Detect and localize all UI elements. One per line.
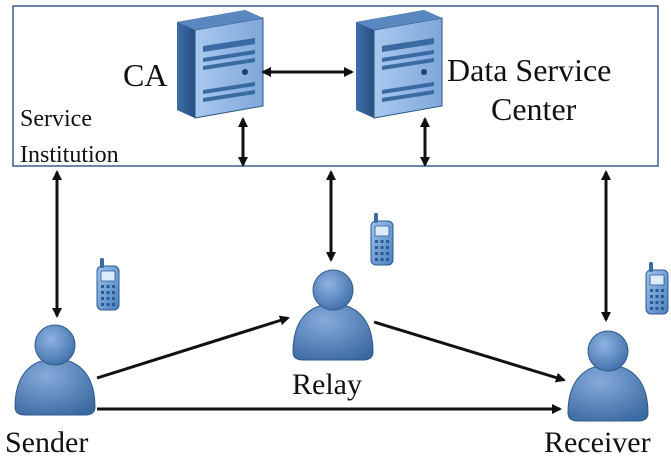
relay-phone-icon <box>370 212 394 266</box>
sender-relay-arrow <box>96 315 290 380</box>
receiver-phone-icon <box>645 261 669 315</box>
service-institution-line1-label: Service <box>20 106 92 132</box>
service-institution-box <box>12 5 659 167</box>
data-service-line2-label: Center <box>491 91 577 127</box>
data-service-center-server-icon <box>355 9 443 119</box>
service-institution-line2-label: Institution <box>20 142 119 168</box>
sender-person-icon <box>14 324 96 416</box>
relay-label: Relay <box>292 368 362 401</box>
sender-label: Sender <box>5 426 88 459</box>
relay-receiver-arrow <box>373 320 566 383</box>
arrows <box>52 67 611 414</box>
relay-person-icon <box>292 269 374 361</box>
ca-label: CA <box>123 57 167 93</box>
ca-server-icon <box>176 9 264 119</box>
sender-phone-icon <box>96 257 120 311</box>
data-service-line1-label: Data Service <box>447 52 611 88</box>
receiver-label: Receiver <box>544 426 651 459</box>
receiver-person-icon <box>567 330 649 422</box>
